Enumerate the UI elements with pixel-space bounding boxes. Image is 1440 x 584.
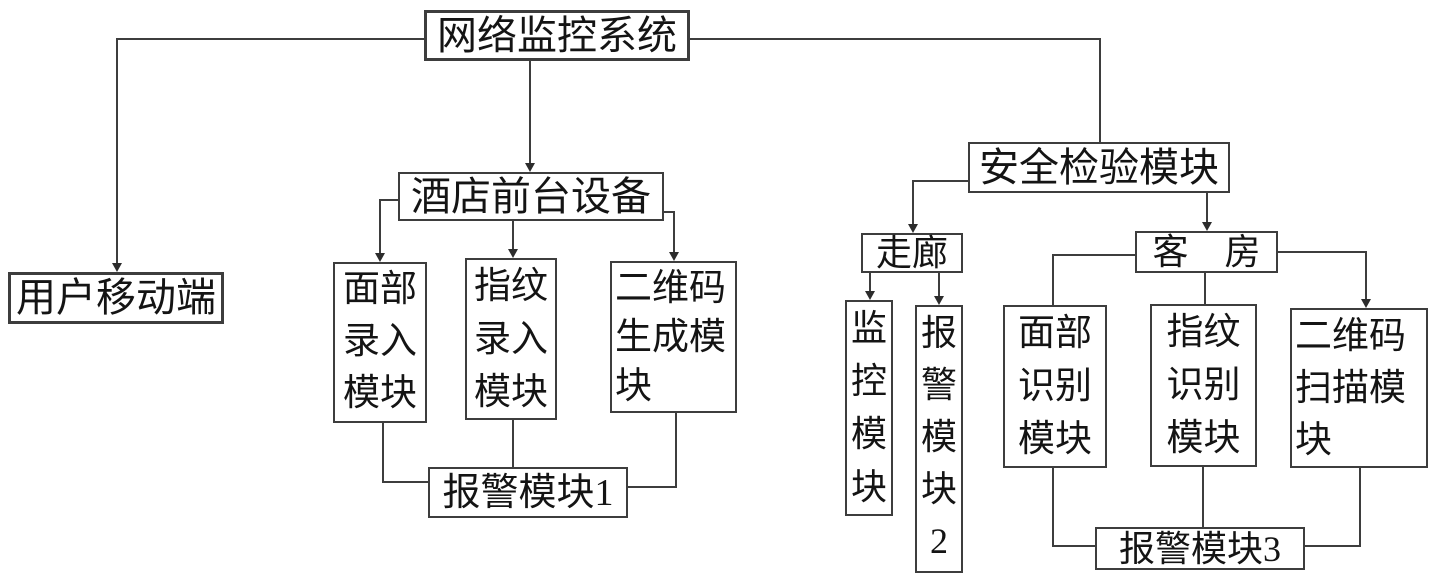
arrowhead (1202, 222, 1212, 231)
arrowhead (525, 163, 535, 172)
node-alarm-module-3: 报警模块3 (1095, 527, 1305, 570)
node-monitoring-module: 监控模块 (845, 300, 893, 516)
connector-face-recog-alarm3 (1052, 468, 1095, 547)
node-security-inspection-module: 安全检验模块 (968, 142, 1230, 193)
connector-root-security (690, 38, 1101, 142)
node-face-recognition-module: 面部识别模块 (1003, 305, 1107, 468)
connector-qr-scan-alarm3 (1305, 468, 1361, 547)
connector-qr-generate-alarm1 (628, 413, 677, 488)
node-face-entry-module: 面部录入模块 (333, 262, 427, 423)
arrowhead (508, 249, 518, 258)
connector-guest-face-recog (1052, 254, 1135, 305)
node-qr-code-scanning-module: 二维码扫描模块 (1290, 308, 1428, 468)
node-qr-code-generation-module: 二维码生成模块 (610, 261, 737, 413)
connector-hotel-qr-generate (664, 211, 675, 255)
node-network-monitoring-system: 网络监控系统 (424, 10, 690, 61)
node-fingerprint-recognition-module: 指纹识别模块 (1150, 304, 1257, 467)
node-alarm-module-2: 报警模块2 (915, 305, 963, 573)
node-guest-room: 客 房 (1135, 231, 1278, 273)
arrowhead (865, 291, 875, 300)
connector-face-entry-alarm1 (382, 423, 428, 483)
arrowhead (908, 224, 918, 233)
connector-hotel-face-entry (379, 199, 398, 256)
connector-guest-qr-scan (1278, 251, 1367, 302)
connector-root-user-mobile (116, 38, 425, 266)
arrowhead (669, 252, 679, 261)
arrowhead (112, 263, 122, 272)
connector-security-corridor (912, 180, 968, 227)
node-fingerprint-entry-module: 指纹录入模块 (465, 258, 557, 420)
node-hotel-front-desk-equipment: 酒店前台设备 (398, 172, 664, 221)
arrowhead (375, 253, 385, 262)
arrowhead (934, 296, 944, 305)
arrowhead (1361, 299, 1371, 308)
node-user-mobile-terminal: 用户移动端 (8, 272, 224, 324)
node-alarm-module-1: 报警模块1 (428, 467, 628, 518)
node-corridor: 走廊 (861, 233, 963, 273)
